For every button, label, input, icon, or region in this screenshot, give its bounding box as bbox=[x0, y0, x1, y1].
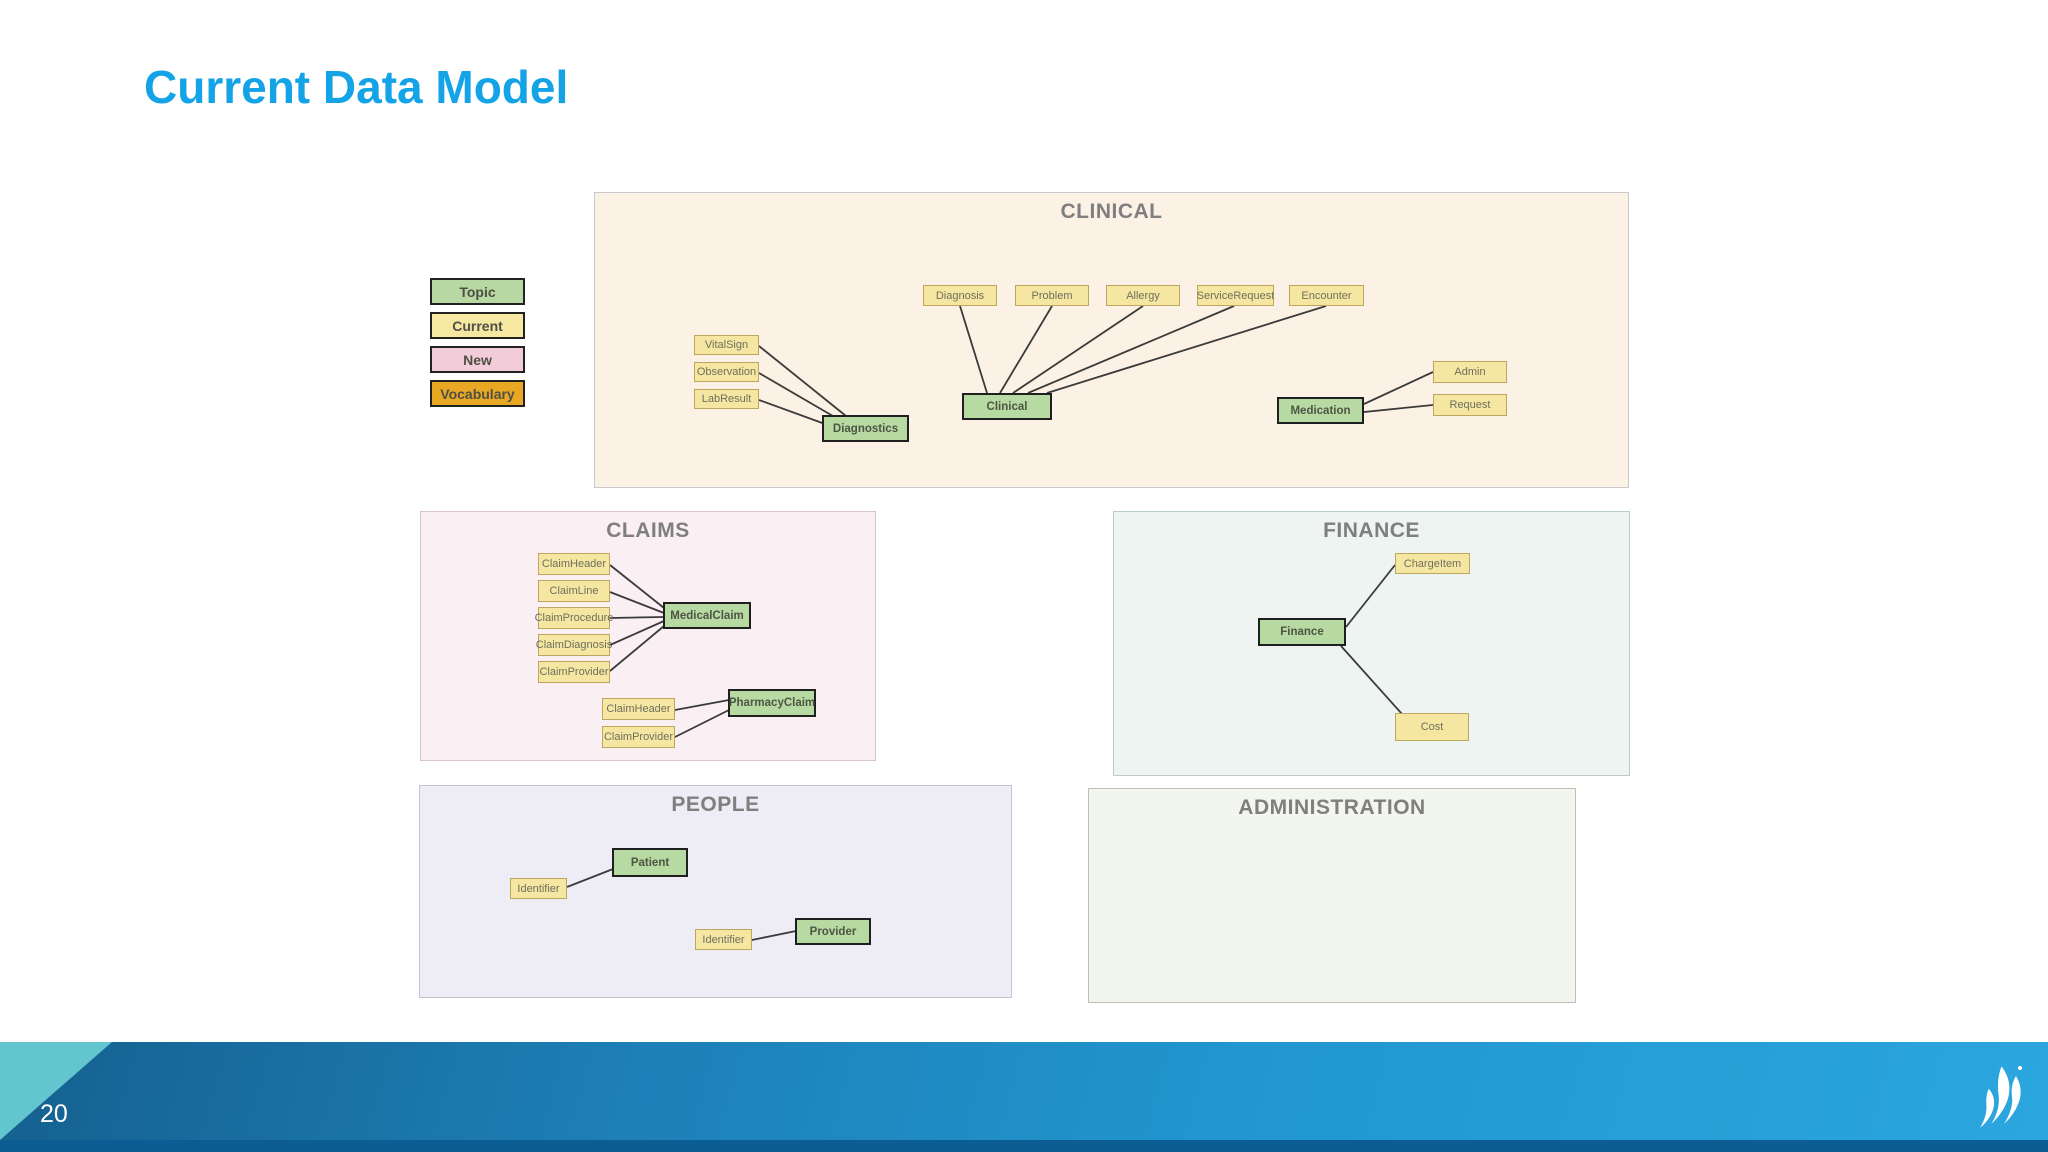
legend-item-new: New bbox=[430, 346, 525, 373]
panel-clinical-title: CLINICAL bbox=[1060, 200, 1163, 223]
node-diagnosis: Diagnosis bbox=[923, 285, 997, 306]
node-encounter: Encounter bbox=[1289, 285, 1364, 306]
node-clinical: Clinical bbox=[962, 393, 1052, 420]
node-medical-claim: MedicalClaim bbox=[663, 602, 751, 629]
panel-administration: ADMINISTRATION bbox=[1088, 788, 1576, 1003]
panel-administration-title: ADMINISTRATION bbox=[1238, 796, 1426, 819]
page-title: Current Data Model bbox=[144, 61, 569, 113]
node-identifier-provider: Identifier bbox=[695, 929, 752, 950]
node-claim-provider-pharmacy: ClaimProvider bbox=[602, 726, 675, 748]
node-cost: Cost bbox=[1395, 713, 1469, 741]
flame-logo-icon bbox=[1980, 1065, 2023, 1128]
node-service-request: ServiceRequest bbox=[1197, 285, 1274, 306]
legend: Topic Current New Vocabulary bbox=[430, 278, 526, 414]
node-claim-header-medical: ClaimHeader bbox=[538, 553, 610, 575]
legend-item-vocabulary: Vocabulary bbox=[430, 380, 525, 407]
node-claim-line: ClaimLine bbox=[538, 580, 610, 602]
node-charge-item: ChargeItem bbox=[1395, 553, 1470, 574]
node-claim-procedure: ClaimProcedure bbox=[535, 607, 613, 629]
node-patient: Patient bbox=[612, 848, 688, 877]
legend-item-current: Current bbox=[430, 312, 525, 339]
page-number: 20 bbox=[40, 1100, 68, 1128]
panel-finance-title: FINANCE bbox=[1323, 519, 1420, 542]
node-request: Request bbox=[1433, 394, 1507, 416]
node-medication: Medication bbox=[1277, 397, 1364, 424]
node-claim-diagnosis: ClaimDiagnosis bbox=[536, 634, 612, 656]
node-admin: Admin bbox=[1433, 361, 1507, 383]
panel-finance: FINANCE bbox=[1113, 511, 1630, 776]
node-pharmacy-claim: PharmacyClaim bbox=[728, 689, 816, 717]
footer-band bbox=[0, 1042, 2048, 1152]
node-problem: Problem bbox=[1015, 285, 1089, 306]
node-lab-result: LabResult bbox=[694, 389, 759, 409]
node-allergy: Allergy bbox=[1106, 285, 1180, 306]
node-claim-provider-medical: ClaimProvider bbox=[538, 661, 610, 683]
node-provider: Provider bbox=[795, 918, 871, 945]
panel-claims-title: CLAIMS bbox=[606, 519, 690, 542]
node-diagnostics: Diagnostics bbox=[822, 415, 909, 442]
legend-item-topic: Topic bbox=[430, 278, 525, 305]
node-claim-header-pharmacy: ClaimHeader bbox=[602, 698, 675, 720]
panel-people: PEOPLE bbox=[419, 785, 1012, 998]
panel-claims: CLAIMS bbox=[420, 511, 876, 761]
node-identifier-patient: Identifier bbox=[510, 878, 567, 899]
node-vital-sign: VitalSign bbox=[694, 335, 759, 355]
panel-people-title: PEOPLE bbox=[671, 793, 760, 816]
footer-dark-strip bbox=[0, 1140, 2048, 1152]
node-finance: Finance bbox=[1258, 618, 1346, 646]
node-observation: Observation bbox=[694, 362, 759, 382]
